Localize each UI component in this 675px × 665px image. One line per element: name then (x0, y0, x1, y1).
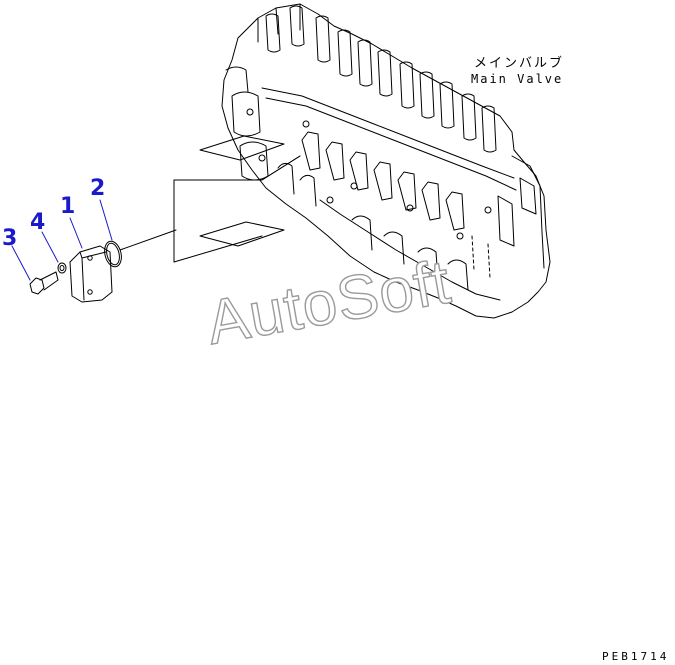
washer (57, 262, 67, 274)
callout-leader-4 (41, 231, 59, 263)
main-valve-label-jp: メインバルブ (474, 56, 565, 71)
callout-number-4: 4 (30, 210, 45, 235)
drawing-code: PEB1714 (602, 650, 670, 663)
leader-line (119, 229, 177, 251)
mounting-face (173, 135, 301, 263)
main-valve-label-en: Main Valve (471, 72, 564, 86)
callout-leader-3 (11, 245, 31, 281)
callout-number-3: 3 (2, 226, 17, 251)
callout-number-1: 1 (60, 194, 75, 219)
o-ring (104, 240, 122, 268)
callout-text-2: 2 (90, 176, 106, 201)
cover-plate (69, 245, 113, 303)
bolt (29, 271, 59, 295)
callout-text-3: 3 (2, 226, 18, 251)
callout-leader-2 (99, 199, 113, 241)
callout-number-2: 2 (90, 176, 105, 201)
callout-text-4: 4 (30, 210, 46, 235)
callout-text-1: 1 (60, 194, 76, 219)
main-valve-body (221, 3, 551, 319)
callout-leader-1 (69, 217, 83, 249)
